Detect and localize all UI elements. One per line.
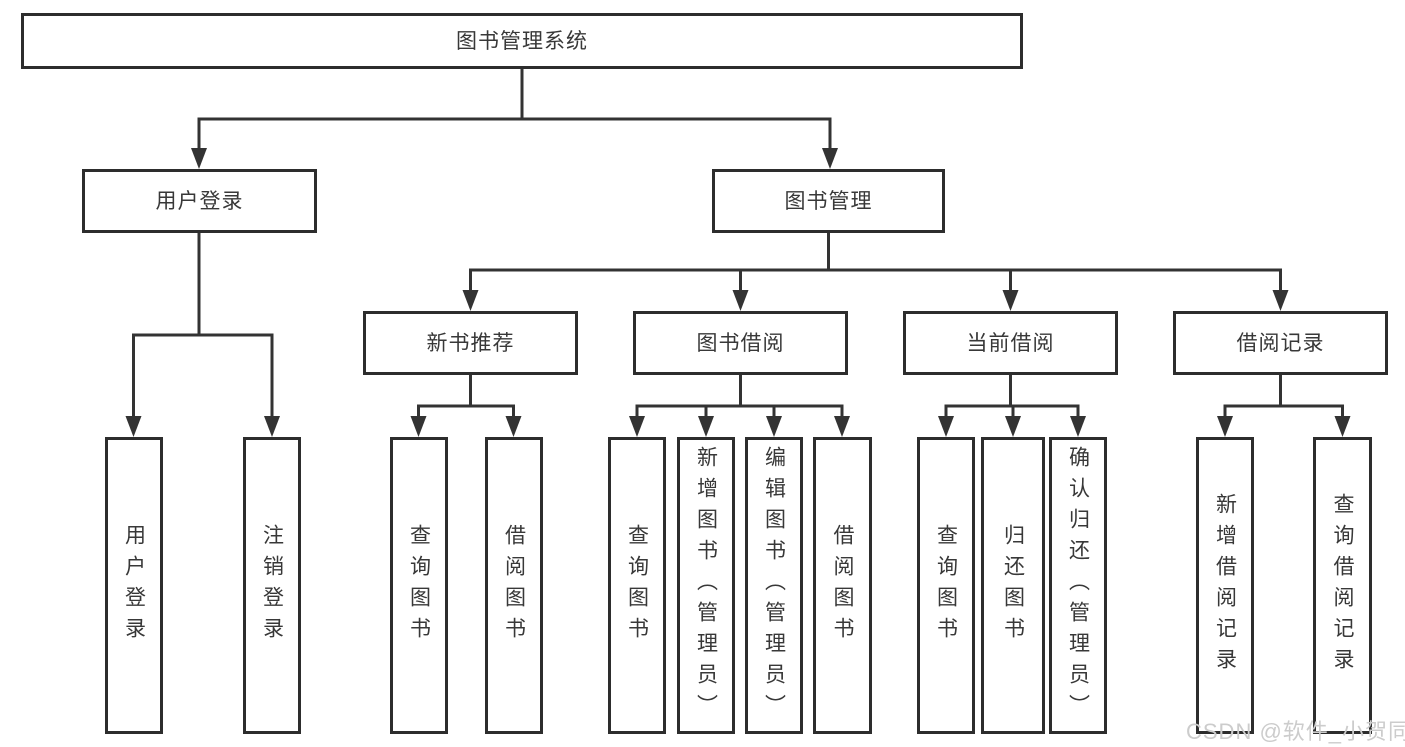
connector-group-borrow-records — [1223, 373, 1344, 420]
arrowhead-nbr-borrow — [505, 416, 522, 437]
node-root: 图书管理系统 — [21, 13, 1023, 69]
connector-login-branch — [132, 231, 274, 420]
arrowhead-current-borrow — [1002, 290, 1019, 311]
node-new-book-recommend: 新书推荐 — [363, 311, 578, 375]
leaf-bb-borrow-books: 借阅图书 — [813, 437, 872, 734]
arrowhead-new-book-recommend — [462, 290, 479, 311]
arrowhead-nbr-query — [410, 416, 427, 437]
leaf-bb-query-books: 查询图书 — [608, 437, 666, 734]
node-user-login: 用户登录 — [82, 169, 317, 233]
leaf-bb-add-books-admin: 新增图书（管理员） — [677, 437, 735, 734]
leaf-br-add-borrow-record: 新增借阅记录 — [1196, 437, 1254, 734]
arrowhead-cb-query — [938, 416, 954, 437]
node-book-borrow: 图书借阅 — [633, 311, 848, 375]
arrowhead-borrow-records — [1272, 290, 1289, 311]
leaf-cb-return-books: 归还图书 — [981, 437, 1045, 734]
leaf-bb-edit-books-admin: 编辑图书（管理员） — [745, 437, 803, 734]
connector-root-to-level2 — [197, 67, 832, 152]
connector-group-current-borrow — [944, 373, 1080, 420]
watermark: CSDN @软件_小贺同学 — [1186, 719, 1405, 744]
arrowhead-user-login — [191, 148, 207, 169]
arrowhead-br-add — [1217, 416, 1233, 437]
node-current-borrow: 当前借阅 — [903, 311, 1118, 375]
arrowhead-bb-borrow — [834, 416, 850, 437]
arrowhead-bb-edit — [766, 416, 782, 437]
leaf-logout: 注销登录 — [243, 437, 301, 734]
arrowhead-bb-add — [698, 416, 714, 437]
arrowhead-book-borrow — [732, 290, 749, 311]
arrowhead-cb-confirm — [1070, 416, 1086, 437]
arrowhead-br-query — [1334, 416, 1351, 437]
node-borrow-records: 借阅记录 — [1173, 311, 1388, 375]
arrowhead-leaf-logout — [264, 416, 280, 437]
arrowhead-bb-query — [629, 416, 645, 437]
leaf-cb-query-books: 查询图书 — [917, 437, 975, 734]
connector-group-new-book — [417, 373, 515, 420]
node-book-management: 图书管理 — [712, 169, 945, 233]
leaf-br-query-borrow-record: 查询借阅记录 — [1313, 437, 1372, 734]
leaf-nbr-query-books: 查询图书 — [390, 437, 448, 734]
connector-group-book-borrow — [635, 373, 844, 420]
leaf-cb-confirm-return-admin: 确认归还（管理员） — [1049, 437, 1107, 734]
leaf-user-login: 用户登录 — [105, 437, 163, 734]
leaf-nbr-borrow-books: 借阅图书 — [485, 437, 543, 734]
arrowhead-cb-return — [1005, 416, 1021, 437]
arrowhead-book-management — [822, 148, 838, 169]
arrowhead-leaf-user-login — [125, 416, 142, 437]
connector-mgmt-to-groups — [469, 231, 1282, 294]
